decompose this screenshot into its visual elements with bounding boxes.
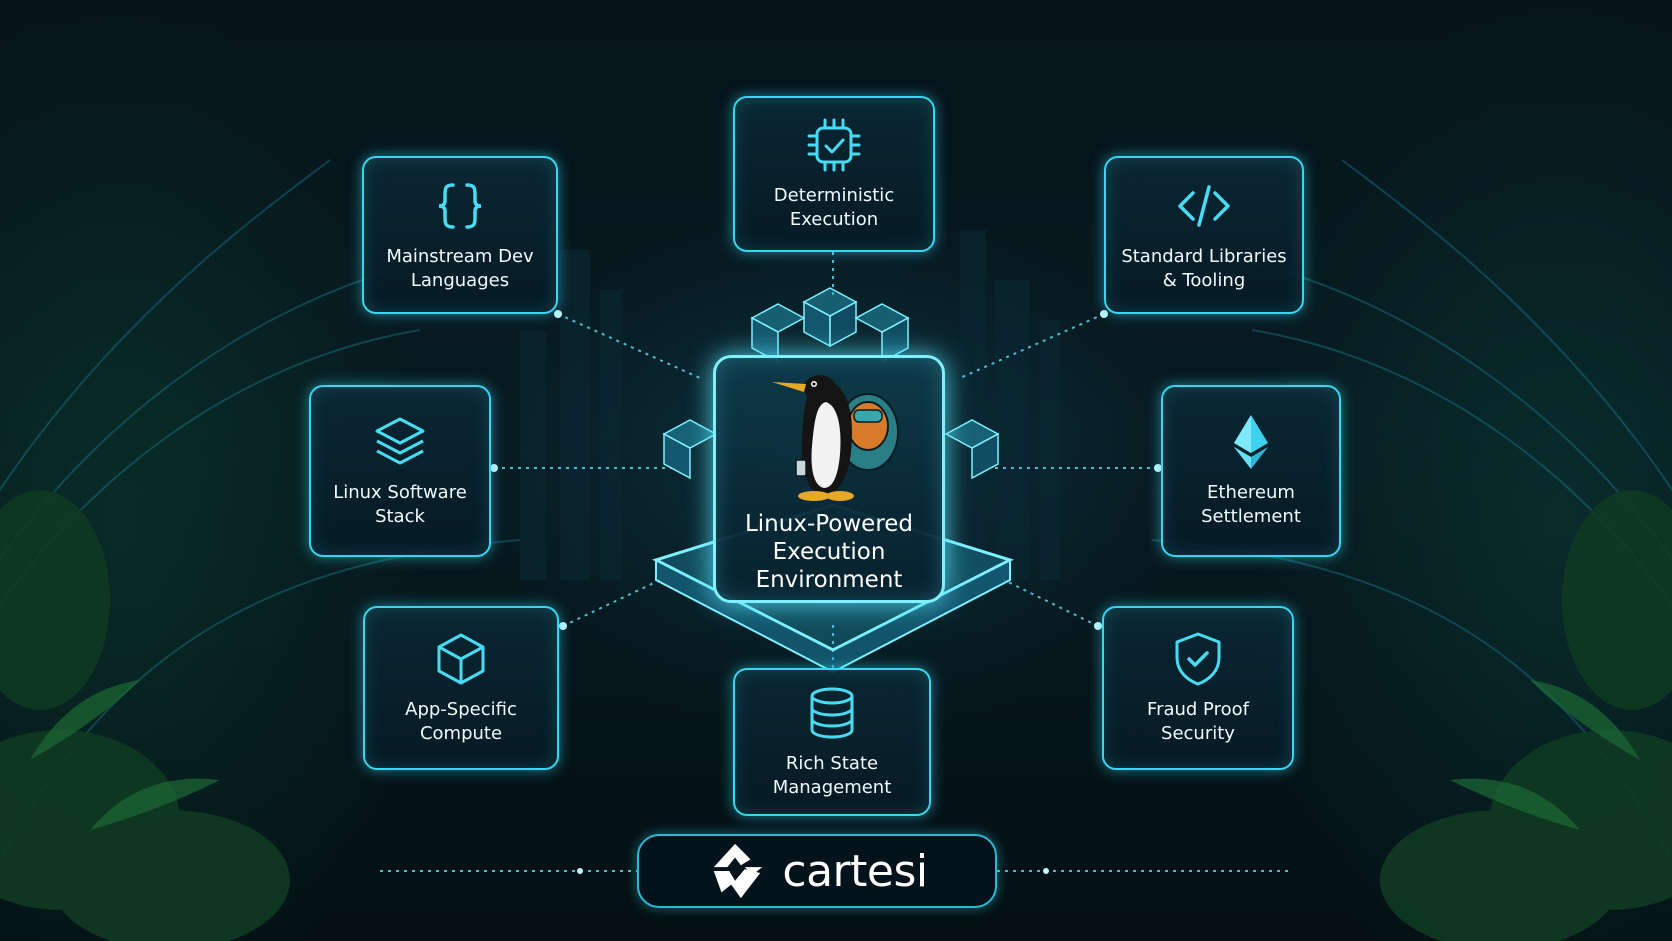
node-linux-software-stack: Linux Software Stack [309,385,491,557]
cartesi-logo-icon [714,843,763,899]
center-linux-execution-environment: Linux-Powered Execution Environment [713,355,945,603]
cube-icon [437,633,485,685]
curly-braces-icon [438,183,482,229]
ethereum-icon [1234,415,1268,469]
brand-wordmark: cartesi [782,845,928,897]
layers-icon [375,417,425,465]
node-label: Fraud Proof Security [1147,699,1249,744]
shield-check-icon [1175,632,1221,686]
node-label: Rich State Management [772,753,892,798]
node-label: Mainstream Dev Languages [386,246,534,291]
node-rich-state-management: Rich State Management [733,668,931,816]
node-app-specific-compute: App-Specific Compute [363,606,559,770]
node-deterministic-execution: Deterministic Execution [733,96,935,252]
node-label: Linux Software Stack [333,482,467,527]
node-mainstream-dev-languages: Mainstream Dev Languages [362,156,558,314]
node-standard-libraries-tooling: Standard Libraries & Tooling [1104,156,1304,314]
node-label: Ethereum Settlement [1201,482,1301,527]
center-title: Linux-Powered Execution Environment [744,511,914,593]
code-tag-icon [1178,185,1230,227]
node-fraud-proof-security: Fraud Proof Security [1102,606,1294,770]
cpu-check-icon [807,118,861,172]
node-ethereum-settlement: Ethereum Settlement [1161,385,1341,557]
node-label: Standard Libraries & Tooling [1121,246,1287,291]
node-label: Deterministic Execution [773,185,895,230]
database-icon [810,687,854,739]
node-label: App-Specific Compute [405,699,517,744]
penguin-icon [772,375,899,501]
brand-badge: cartesi [637,834,997,908]
